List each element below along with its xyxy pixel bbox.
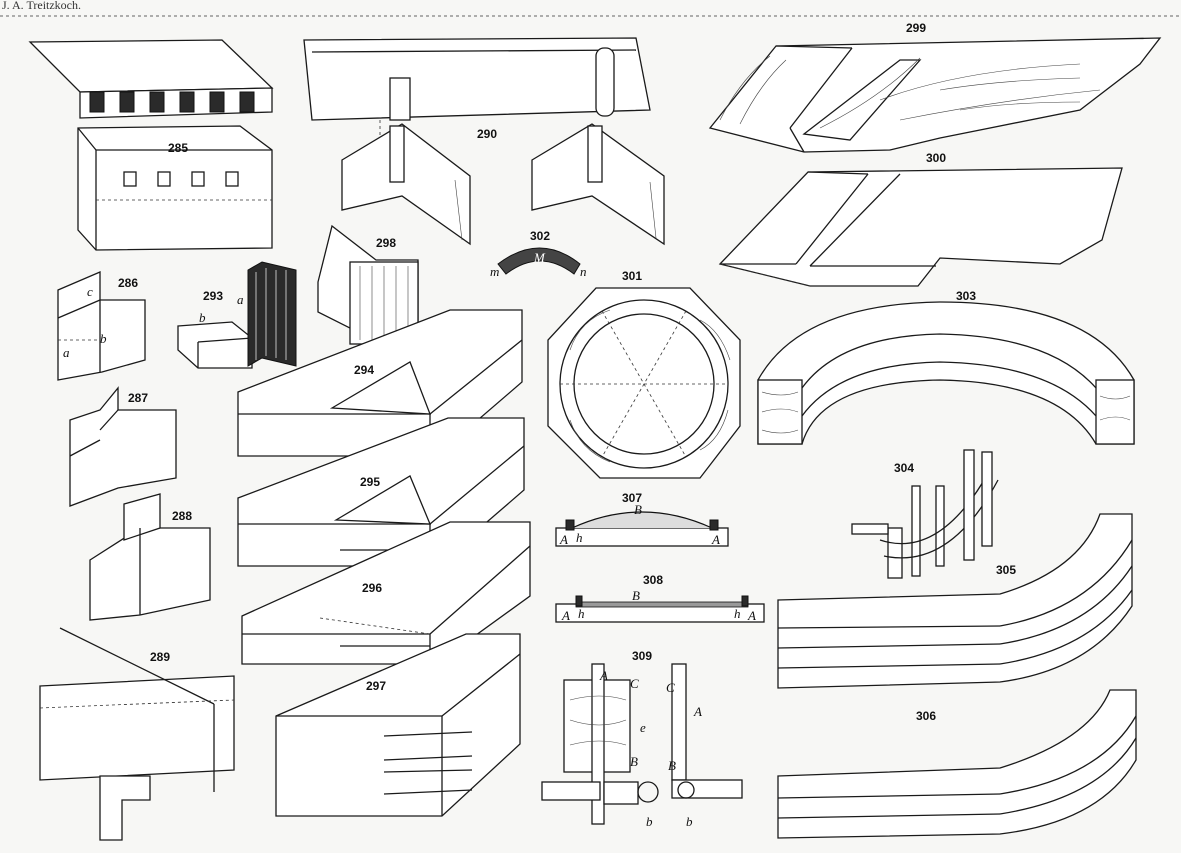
figure-296: 296 — [241, 521, 531, 665]
figure-301: 301 — [547, 269, 741, 479]
fig-301-label: 301 — [622, 269, 642, 283]
fig-307-label: 307 — [622, 491, 642, 505]
figure-300: 300 — [718, 151, 1123, 287]
fig-293-label: 293 — [203, 289, 223, 303]
fig-287-label: 287 — [128, 391, 148, 405]
figure-308: 308 A h B h A — [555, 573, 765, 623]
fig-308-label: 308 — [643, 573, 663, 587]
fig-305-label: 305 — [996, 563, 1016, 577]
letter-A-308b: A — [747, 608, 756, 623]
fig-300-label: 300 — [926, 151, 946, 165]
letter-c-286: c — [87, 284, 93, 299]
letter-b-286: b — [100, 331, 107, 346]
figure-306: 306 — [777, 689, 1137, 839]
figure-288: 288 — [89, 493, 211, 621]
letter-B-308: B — [632, 588, 640, 603]
letter-h-308b: h — [734, 606, 741, 621]
letter-e-309: e — [640, 720, 646, 735]
letter-b-293: b — [199, 310, 206, 325]
letter-h-307: h — [576, 530, 583, 545]
fig-286-label: 286 — [118, 276, 138, 290]
fig-309-label: 309 — [632, 649, 652, 663]
letter-B-309: B — [630, 754, 638, 769]
letter-b-309a: b — [646, 814, 653, 829]
letter-C-309b: C — [666, 680, 675, 695]
figure-305: 305 — [777, 513, 1133, 689]
figure-286: 286 c b a — [57, 271, 146, 381]
letter-B-307: B — [634, 502, 642, 517]
fig-295-label: 295 — [360, 475, 380, 489]
figure-302: 302 m n M — [490, 229, 587, 279]
letter-C-309: C — [630, 676, 639, 691]
fig-302-label: 302 — [530, 229, 550, 243]
fig-297-label: 297 — [366, 679, 386, 693]
letter-A-308a: A — [561, 608, 570, 623]
figure-289: 289 — [39, 627, 235, 841]
figure-309: 309 A C e B b C A B b — [541, 649, 743, 829]
fig-298-label: 298 — [376, 236, 396, 250]
fig-303-label: 303 — [956, 289, 976, 303]
letter-A-307b: A — [711, 532, 720, 547]
figure-290: 290 — [303, 37, 665, 246]
figure-297: 297 — [275, 633, 521, 817]
figure-287: 287 — [69, 386, 177, 507]
fig-299-label: 299 — [906, 21, 926, 35]
fig-296-label: 296 — [362, 581, 382, 595]
figure-285: 285 — [28, 39, 274, 251]
fig-306-label: 306 — [916, 709, 936, 723]
header-text: J. A. Treitzkoch. — [2, 0, 81, 12]
fig-304-label: 304 — [894, 461, 914, 475]
figure-307: 307 A h B A — [555, 491, 729, 547]
letter-A-309a: A — [599, 668, 608, 683]
figure-303: 303 — [757, 289, 1135, 445]
fig-290-label: 290 — [477, 127, 497, 141]
fig-285-label: 285 — [168, 141, 188, 155]
fig-294-label: 294 — [354, 363, 374, 377]
letter-A-309b: A — [693, 704, 702, 719]
letter-M-302: M — [533, 250, 546, 265]
letter-a-293: a — [237, 292, 244, 307]
letter-n-302: n — [580, 264, 587, 279]
letter-h-308a: h — [578, 606, 585, 621]
fig-289-label: 289 — [150, 650, 170, 664]
fig-288-label: 288 — [172, 509, 192, 523]
figure-304: 304 — [851, 449, 999, 579]
figure-293: 293 a b — [177, 261, 297, 369]
letter-A-307a: A — [559, 532, 568, 547]
letter-a-286: a — [63, 345, 70, 360]
letter-m-302: m — [490, 264, 499, 279]
letter-b-309b: b — [686, 814, 693, 829]
figure-299: 299 — [708, 21, 1162, 153]
letter-B-309b: B — [668, 758, 676, 773]
